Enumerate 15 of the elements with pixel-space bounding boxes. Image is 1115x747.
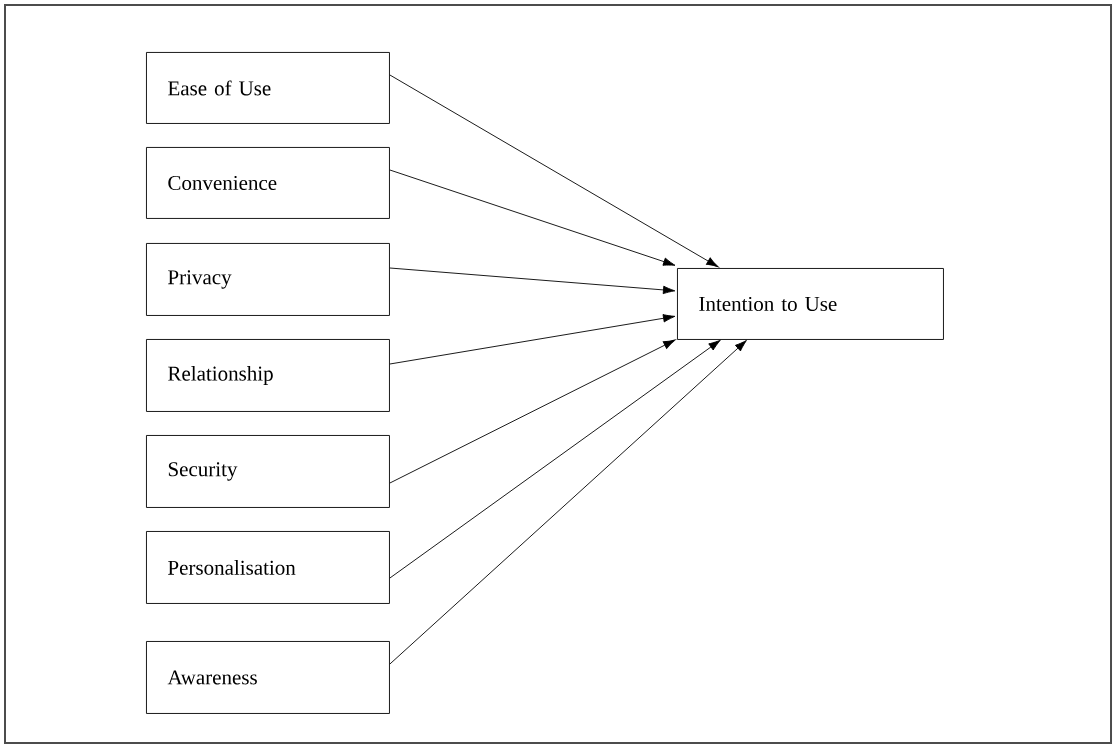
factor-box: Personalisation <box>146 531 390 604</box>
factor-box: Awareness <box>146 641 390 714</box>
arrow <box>389 340 747 665</box>
factor-box: Security <box>146 435 390 508</box>
arrow <box>389 314 676 365</box>
arrow <box>389 169 676 266</box>
arrow <box>389 267 676 295</box>
arrow <box>389 339 676 484</box>
arrow <box>389 339 721 579</box>
result-box: Intention to Use <box>677 268 944 340</box>
factor-box: Convenience <box>146 147 390 219</box>
factor-box: Privacy <box>146 243 390 316</box>
factor-box: Relationship <box>146 339 390 412</box>
arrow <box>389 74 719 268</box>
factor-box: Ease of Use <box>146 52 390 124</box>
